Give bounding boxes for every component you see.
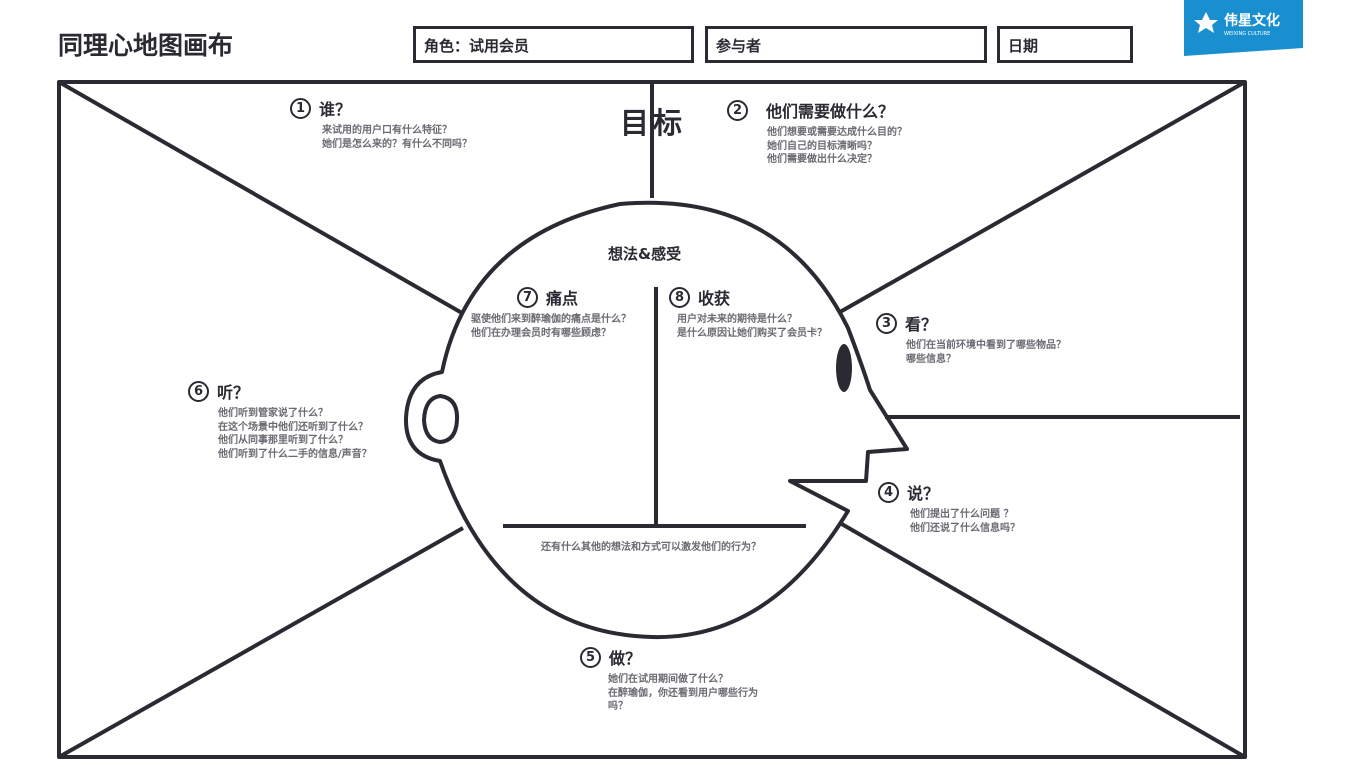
- number-badge-5: 5: [580, 646, 601, 668]
- section-hear-title: 听？: [217, 383, 250, 402]
- logo-brand-text: 伟星文化: [1224, 12, 1280, 29]
- section-hear-line: 他们从同事那里听到了什么？: [218, 435, 348, 446]
- eye-icon: [836, 344, 852, 392]
- section-who-title: 谁？: [319, 100, 352, 119]
- section-see: 3 看？ 他们在当前环境中看到了哪些物品？ 哪些信息？: [876, 311, 1066, 366]
- participants-field[interactable]: 参与者: [705, 26, 987, 63]
- other-thoughts-question: 还有什么其他的想法和方式可以激发他们的行为？: [541, 542, 761, 553]
- section-do-line: 她们在试用期间做了什么？: [608, 674, 728, 685]
- section-say-line: 他们还说了什么信息吗？: [910, 522, 1020, 534]
- section-hear-line: 他们听到了什么二手的信息/声音？: [218, 448, 372, 460]
- section-do-line: 在醉瑜伽，你还看到用户哪些行为: [608, 687, 758, 699]
- section-need-line: 他们想要或需要达成什么目的？: [767, 127, 907, 138]
- section-see-line: 他们在当前环境中看到了哪些物品？: [906, 340, 1066, 351]
- logo-subtitle-text: WEIXING CULTURE: [1224, 31, 1270, 37]
- diag-bottom-right: [838, 521, 1247, 759]
- star-person-icon: [1194, 12, 1218, 33]
- section-need: 2 他们需要做什么？ 他们想要或需要达成什么目的？ 她们自己的目标清晰吗？ 他们需…: [727, 98, 907, 167]
- section-hear-line: 在这个场景中他们还听到了什么？: [218, 421, 368, 433]
- number-badge-7: 7: [517, 286, 538, 308]
- section-who: 1 谁？ 来试用的用户口有什么特征？ 她们是怎么来的？有什么不同吗？: [290, 96, 472, 151]
- number-badge-2: 2: [727, 99, 748, 121]
- section-pain-line: 驱使他们来到醉瑜伽的痛点是什么？: [471, 314, 631, 325]
- section-gain-title: 收获: [698, 289, 731, 308]
- diag-top-left: [58, 80, 463, 315]
- section-who-line: 来试用的用户口有什么特征？: [322, 125, 452, 136]
- page-title: 同理心地图画布: [58, 31, 234, 60]
- section-need-line: 他们需要做出什么决定？: [767, 154, 877, 165]
- section-say: 4 说？ 他们提出了什么问题 ？ 他们还说了什么信息吗？: [878, 480, 1020, 535]
- section-who-line: 她们是怎么来的？有什么不同吗？: [322, 138, 472, 150]
- number-badge-8: 8: [669, 286, 690, 308]
- section-pain: 7 痛点 驱使他们来到醉瑜伽的痛点是什么？ 他们在办理会员时有哪些顾虑？: [471, 285, 631, 340]
- number-badge-3: 3: [876, 312, 897, 334]
- date-field[interactable]: 日期: [997, 26, 1133, 63]
- section-do-line: 吗？: [608, 701, 628, 712]
- section-say-title: 说？: [907, 484, 940, 503]
- section-see-line: 哪些信息？: [906, 353, 956, 365]
- number-badge-4: 4: [878, 481, 899, 503]
- goal-label: 目标: [620, 106, 687, 140]
- number-badge-6: 6: [188, 380, 209, 402]
- head-outline: [403, 200, 909, 640]
- section-hear: 6 听？ 他们听到管家说了什么？ 在这个场景中他们还听到了什么？ 他们从同事那里听…: [188, 379, 372, 461]
- thoughts-feelings-title: 想法&感受: [608, 245, 682, 263]
- section-see-title: 看？: [905, 315, 938, 334]
- brand-logo: 伟星文化 WEIXING CULTURE: [1184, 0, 1303, 56]
- section-do-title: 做？: [609, 649, 642, 668]
- ear-inner: [422, 394, 460, 444]
- section-need-title: 他们需要做什么？: [766, 102, 895, 121]
- section-do: 5 做？ 她们在试用期间做了什么？ 在醉瑜伽，你还看到用户哪些行为 吗？: [580, 645, 758, 714]
- section-pain-line: 他们在办理会员时有哪些顾虑？: [471, 327, 611, 339]
- section-hear-line: 他们听到管家说了什么？: [218, 408, 328, 419]
- section-gain-line: 用户对未来的期待是什么？: [677, 314, 797, 325]
- number-badge-1: 1: [290, 97, 311, 119]
- section-pain-title: 痛点: [546, 289, 579, 308]
- section-gain-line: 是什么原因让她们购买了会员卡？: [677, 327, 827, 339]
- diag-top-right: [839, 80, 1246, 314]
- section-gain: 8 收获 用户对未来的期待是什么？ 是什么原因让她们购买了会员卡？: [669, 285, 827, 340]
- section-say-line: 他们提出了什么问题 ？: [910, 509, 1014, 520]
- section-need-line: 她们自己的目标清晰吗？: [767, 140, 877, 152]
- diag-bottom-left: [58, 526, 464, 759]
- role-field[interactable]: 角色：试用会员: [413, 26, 694, 63]
